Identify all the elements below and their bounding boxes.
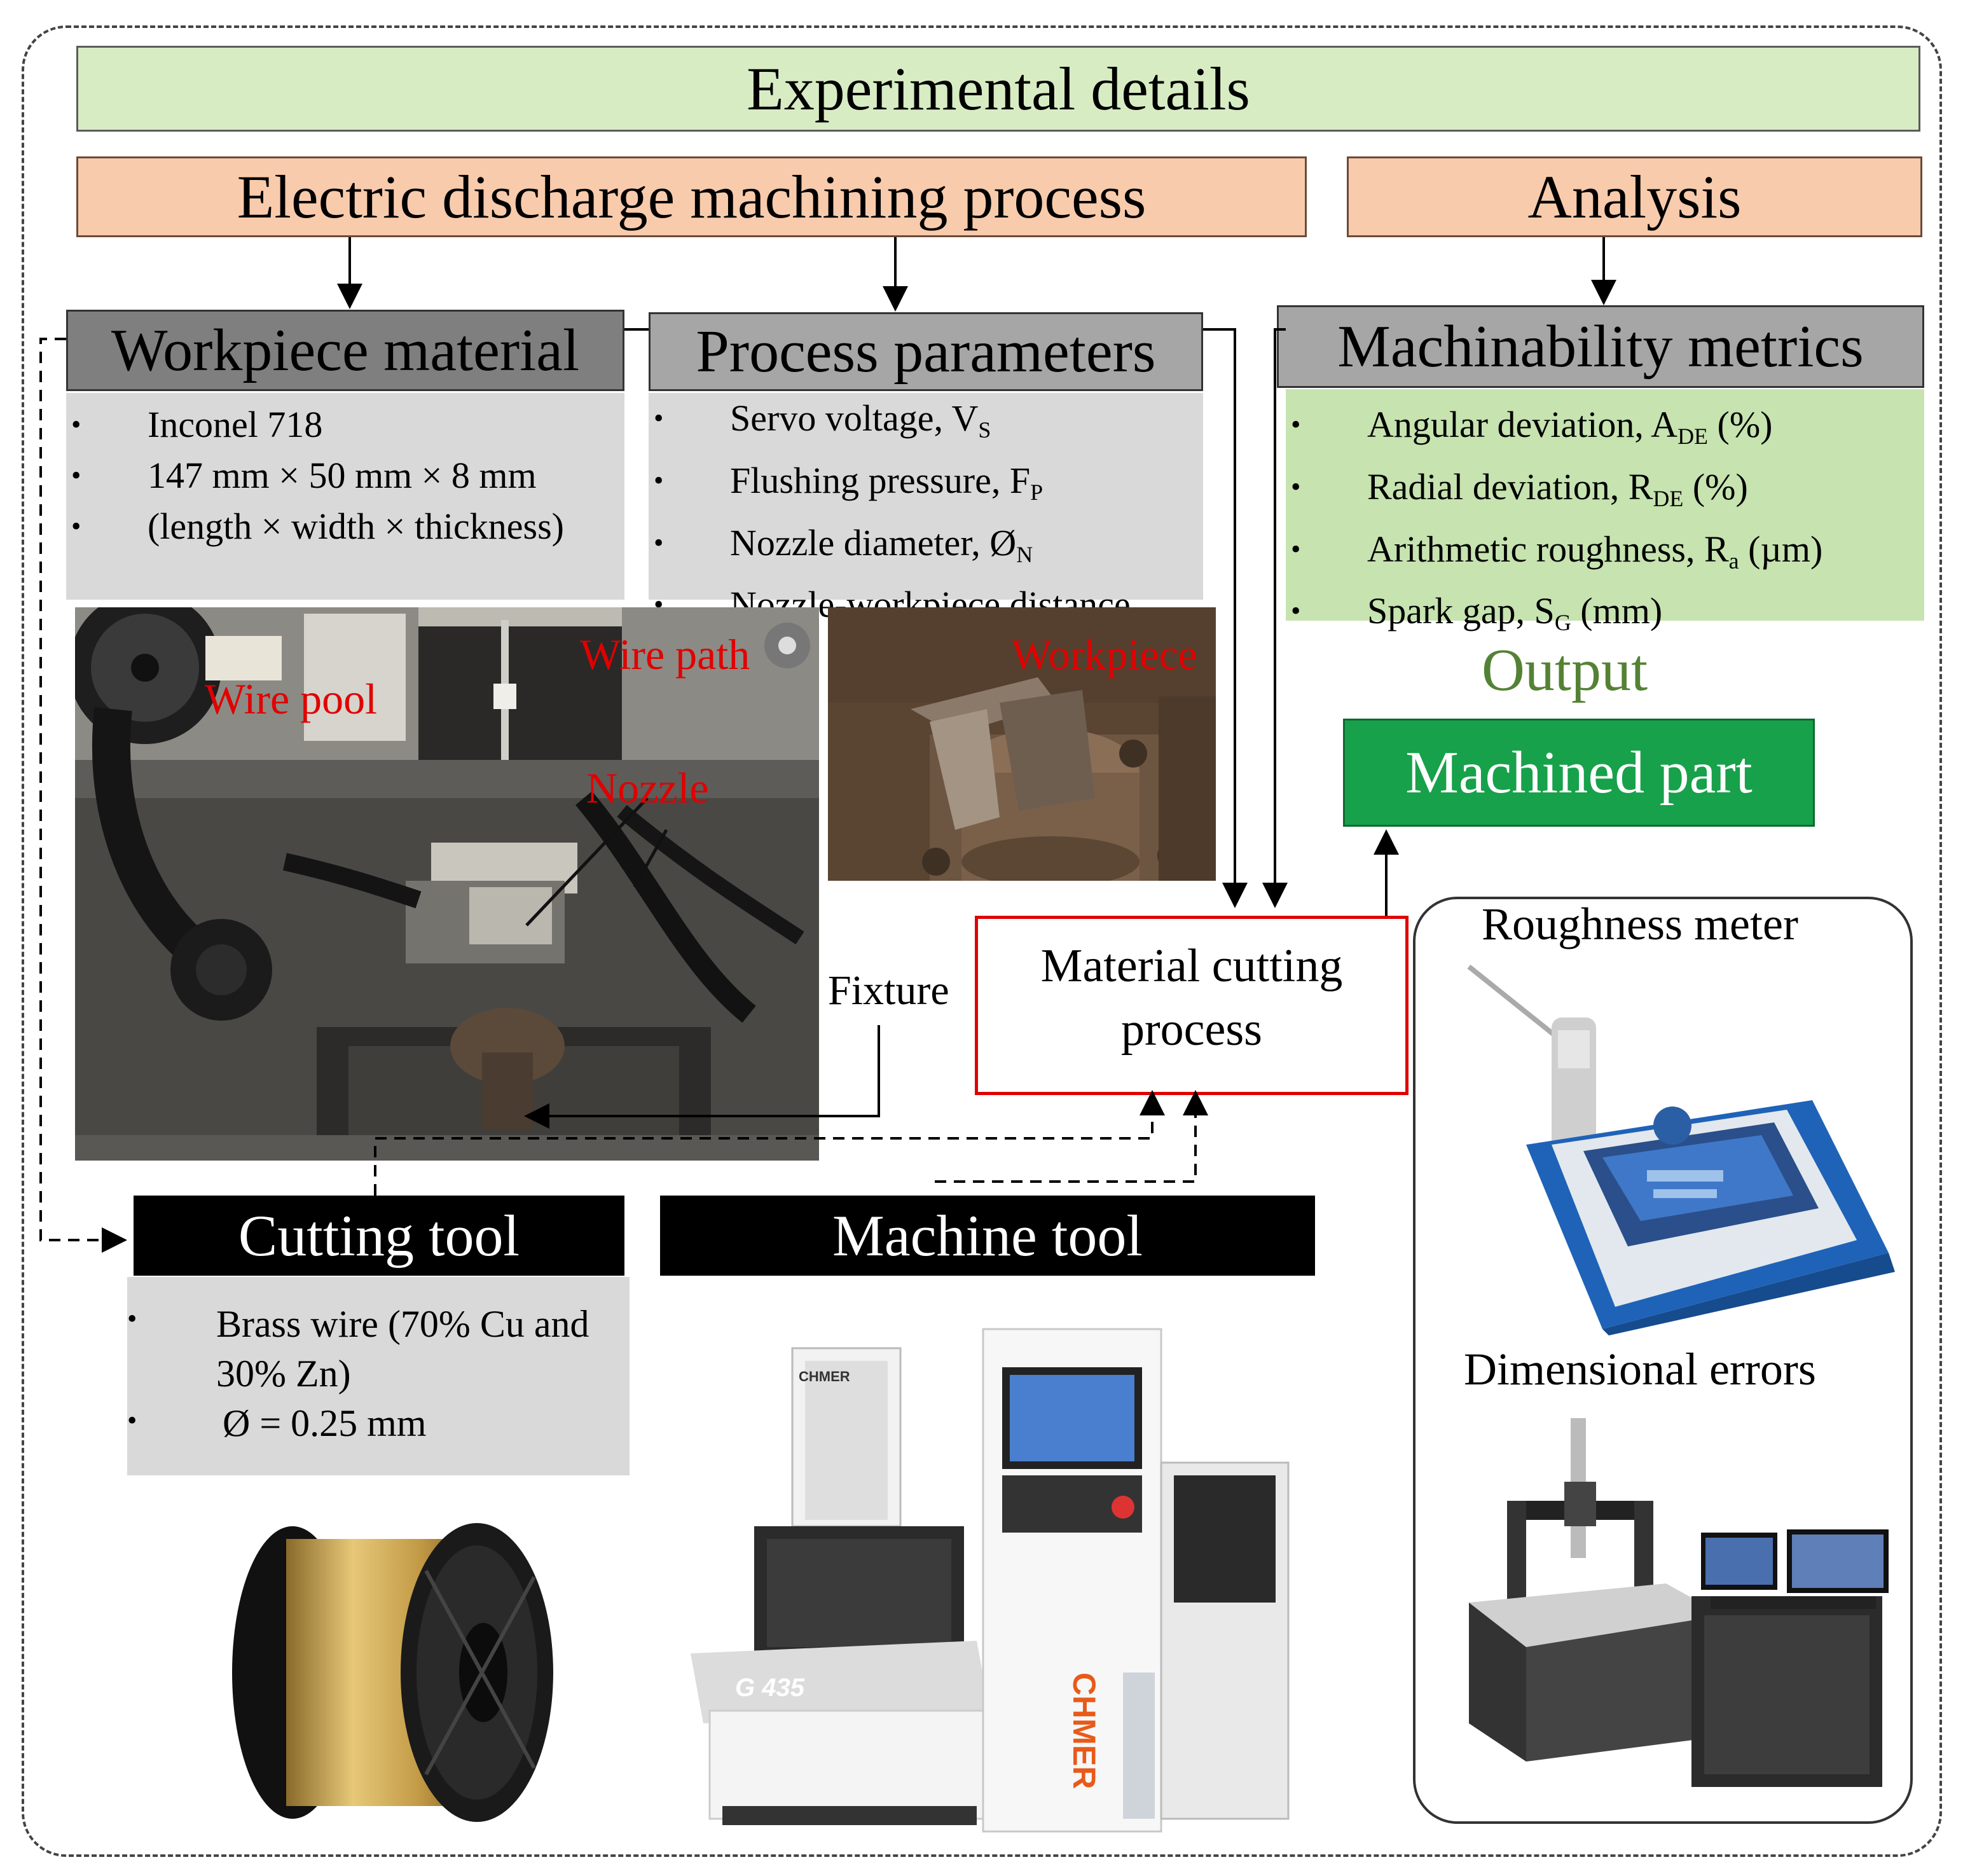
chmer-small-logo: CHMER bbox=[799, 1369, 850, 1384]
outer-frame bbox=[22, 25, 1942, 1857]
arrow bbox=[1203, 328, 1248, 908]
workpiece-material-title: Workpiece material bbox=[111, 317, 580, 383]
list-item: Ø = 0.25 mm bbox=[223, 1402, 427, 1444]
machine-tool-header: Machine tool bbox=[660, 1196, 1315, 1276]
list-item: Flushing pressure, FP bbox=[654, 455, 1131, 518]
wire-pool-label: Wire pool bbox=[205, 675, 378, 723]
cutting-tool-panel: • • Brass wire (70% Cu and 30% Zn) Ø = 0… bbox=[127, 1277, 630, 1475]
connector bbox=[655, 1025, 880, 1117]
workpiece-photo bbox=[828, 607, 1216, 881]
bullet: • bbox=[127, 1303, 137, 1334]
title-bar: Experimental details bbox=[76, 46, 1920, 132]
list-item: (length × width × thickness) bbox=[71, 501, 564, 552]
measuring-machine-image bbox=[1469, 1418, 1889, 1787]
analysis-title: Analysis bbox=[1527, 163, 1742, 231]
wire-edm-photo bbox=[75, 607, 819, 1161]
process-parameters-title: Process parameters bbox=[696, 319, 1156, 385]
chmer-machine-art bbox=[691, 1328, 1290, 1833]
machined-part-box: Machined part bbox=[1343, 719, 1815, 827]
wire-path-label: Wire path bbox=[580, 630, 750, 679]
list-item: 147 mm × 50 mm × 8 mm bbox=[71, 450, 564, 501]
output-label: Output bbox=[1482, 637, 1648, 703]
fixture-label: Fixture bbox=[828, 967, 949, 1014]
machined-part-label: Machined part bbox=[1405, 740, 1753, 806]
nozzle-label: Nozzle bbox=[586, 764, 709, 812]
workpiece-material-header: Workpiece material bbox=[66, 310, 624, 391]
wire-edm-photo-art bbox=[75, 607, 819, 1161]
machinability-metrics-panel: Angular deviation, ADE (%) Radial deviat… bbox=[1286, 389, 1924, 637]
process-parameters-panel: Servo voltage, VS Flushing pressure, FP … bbox=[649, 393, 1203, 630]
workpiece-photo-art bbox=[828, 607, 1216, 881]
brass-wire-spool-image bbox=[232, 1523, 553, 1822]
list-item: Angular deviation, ADE (%) bbox=[1291, 399, 1822, 462]
process-parameters-header: Process parameters bbox=[649, 312, 1203, 391]
material-cutting-line1: Material cutting bbox=[1040, 940, 1343, 992]
cutting-tool-header: Cutting tool bbox=[134, 1196, 624, 1276]
chmer-machine-image: CHMER G 435 CHMER bbox=[684, 1316, 1295, 1851]
edm-process-title: Electric discharge machining process bbox=[237, 163, 1147, 231]
list-item: Radial deviation, RDE (%) bbox=[1291, 462, 1822, 524]
machinability-metrics-header: Machinability metrics bbox=[1277, 305, 1924, 388]
list-item: Nozzle diameter, ØN bbox=[654, 518, 1131, 580]
list-item: 30% Zn) bbox=[216, 1353, 351, 1395]
list-item: Inconel 718 bbox=[71, 399, 564, 450]
material-cutting-line2: process bbox=[1121, 1004, 1262, 1056]
dashed-arrow bbox=[935, 1090, 1208, 1183]
list-item: Brass wire (70% Cu and bbox=[216, 1303, 589, 1345]
workpiece-label: Workpiece bbox=[1011, 630, 1197, 679]
machinability-metrics-title: Machinability metrics bbox=[1337, 314, 1864, 380]
machine-model-label: G 435 bbox=[735, 1674, 804, 1702]
roughness-meter-image bbox=[1467, 964, 1895, 1335]
bullet: • bbox=[127, 1405, 137, 1436]
dimensional-errors-label: Dimensional errors bbox=[1464, 1344, 1816, 1395]
workpiece-material-panel: Inconel 718 147 mm × 50 mm × 8 mm (lengt… bbox=[66, 393, 624, 600]
analysis-header: Analysis bbox=[1347, 156, 1922, 237]
roughness-meter-label: Roughness meter bbox=[1482, 899, 1798, 949]
list-item: Spark gap, SG (mm) bbox=[1291, 586, 1822, 648]
dashed-arrow bbox=[374, 1090, 1165, 1196]
edm-process-header: Electric discharge machining process bbox=[76, 156, 1307, 237]
machine-tool-title: Machine tool bbox=[832, 1203, 1143, 1268]
list-item: Arithmetic roughness, Ra (µm) bbox=[1291, 524, 1822, 586]
cutting-tool-title: Cutting tool bbox=[238, 1203, 520, 1268]
list-item: Servo voltage, VS bbox=[654, 393, 1131, 455]
dashed-arrow bbox=[39, 338, 127, 1253]
arrow bbox=[1262, 328, 1288, 908]
material-cutting-box: Material cutting process bbox=[975, 916, 1409, 1095]
page-title: Experimental details bbox=[747, 55, 1250, 123]
